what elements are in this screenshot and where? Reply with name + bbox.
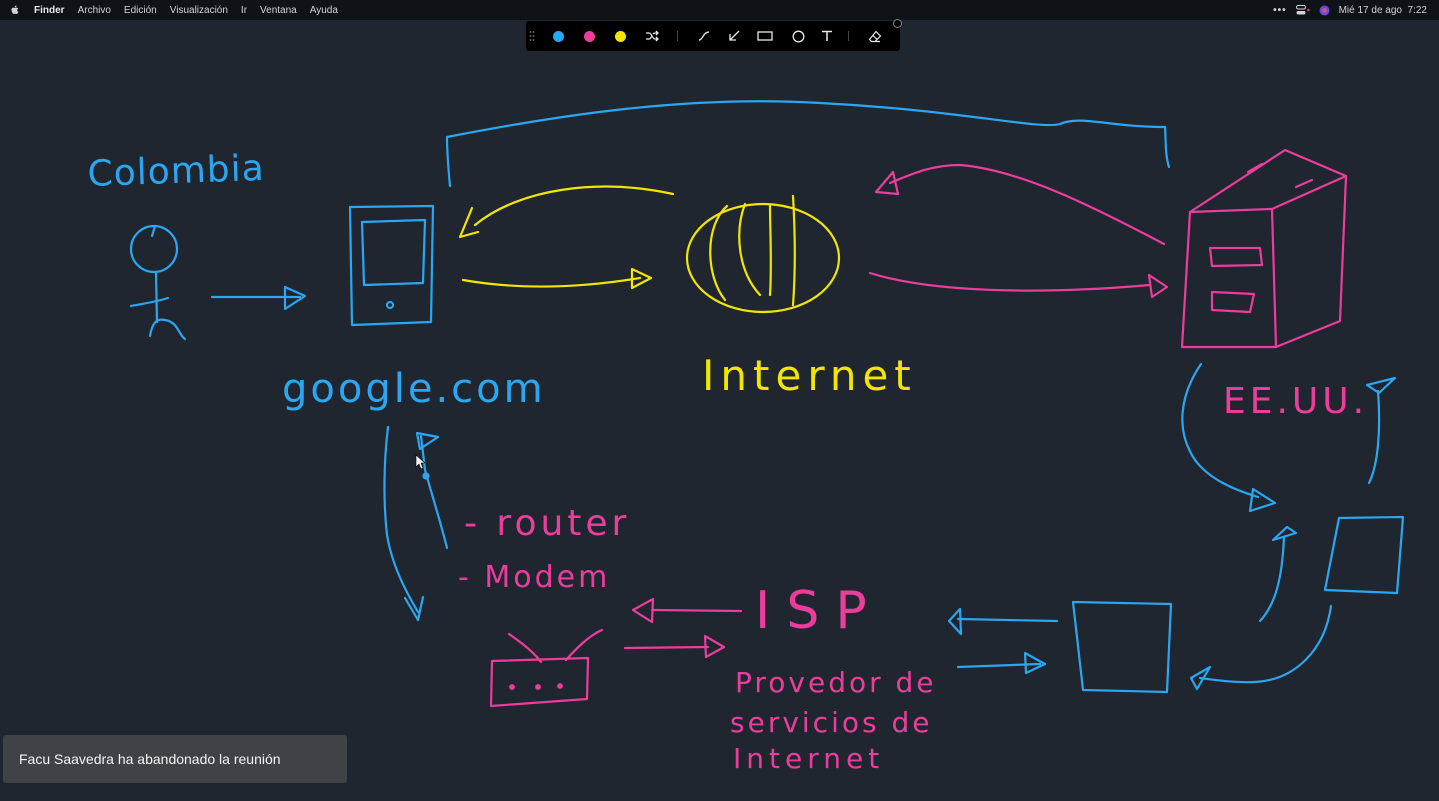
line-icon (698, 31, 710, 41)
shuffle-icon (646, 30, 659, 42)
arrow-isp-to-box (956, 662, 1042, 669)
label-isp-desc-3: Internet (733, 742, 884, 775)
top-arc-blue (445, 100, 1171, 188)
label-internet: Internet (702, 351, 917, 400)
color-swatch-blue (552, 30, 564, 42)
clock[interactable]: Mié 17 de ago 7:22 (1338, 4, 1427, 16)
circle-icon (792, 30, 804, 42)
arrow-box-to-box (1198, 604, 1333, 684)
menu-finder[interactable]: Finder (34, 4, 65, 16)
toolbar-divider (848, 31, 849, 41)
apple-icon[interactable] (9, 4, 21, 16)
modem-device (489, 628, 604, 708)
rectangle-icon (757, 31, 773, 41)
siri-icon[interactable] (1319, 5, 1330, 16)
label-isp-desc-2: servicios de (730, 706, 932, 739)
circle-tool-button[interactable] (789, 27, 807, 45)
toast-message: Facu Saavedra ha abandonado la reunión (19, 751, 281, 767)
label-colombia: Colombia (87, 148, 265, 195)
menu-edicion[interactable]: Edición (123, 4, 157, 16)
arrow-isp-to-modem (650, 608, 743, 613)
color-swatch-pink (583, 30, 595, 42)
shuffle-button[interactable] (643, 27, 661, 45)
menu-ir[interactable]: Ir (240, 4, 248, 16)
arrow-icon (729, 30, 740, 41)
menu-archivo[interactable]: Archivo (77, 4, 111, 16)
color-pink-button[interactable] (580, 27, 598, 45)
internet-globe (685, 194, 841, 314)
eraser-tool-button[interactable] (866, 27, 884, 45)
arrow-internet-to-server (868, 271, 1152, 292)
menu-visualizacion[interactable]: Visualización (169, 4, 228, 16)
arrow-server-to-internet (888, 163, 1166, 246)
arrow-up-server (1367, 389, 1381, 485)
person-figure (129, 224, 187, 341)
notification-toast: Facu Saavedra ha abandonado la reunión (3, 735, 347, 783)
control-center-icon[interactable] (1295, 5, 1310, 15)
arrow-modem-to-isp (623, 645, 710, 650)
mouse-cursor (415, 454, 426, 470)
more-icon[interactable]: ••• (1273, 4, 1287, 16)
drawing-toolbar (526, 19, 902, 51)
menu-ayuda[interactable]: Ayuda (309, 4, 338, 16)
color-yellow-button[interactable] (611, 27, 629, 45)
rectangle-tool-button[interactable] (756, 27, 774, 45)
color-swatch-yellow (614, 30, 626, 42)
menu-ventana[interactable]: Ventana (260, 4, 297, 16)
toolbar-divider (677, 31, 678, 41)
box-isp-side (1071, 600, 1173, 694)
server-box (1180, 148, 1348, 349)
label-google: google.com (282, 366, 546, 412)
arrow-up-right (419, 434, 449, 550)
arrow-phone-to-internet (461, 276, 642, 288)
line-tool-button[interactable] (695, 27, 713, 45)
drag-handle-icon[interactable] (529, 30, 535, 42)
label-modem: - Modem (458, 560, 610, 595)
label-eeuu: EE.UU. (1223, 381, 1368, 422)
toolbar-close-button[interactable] (893, 19, 902, 28)
eraser-icon (868, 30, 882, 42)
status-area: ••• Mié 17 de ago 7:22 (1273, 0, 1427, 20)
arrow-down-left (383, 425, 420, 614)
label-router: - router (464, 503, 630, 544)
text-icon (822, 30, 832, 41)
arrow-tool-button[interactable] (725, 27, 743, 45)
arrow-internet-to-phone (473, 185, 675, 227)
menu-bar: Finder Archivo Edición Visualización Ir … (0, 0, 1439, 20)
phone-device (348, 204, 435, 327)
arrow-server-down (1181, 362, 1260, 499)
arrow-box-to-isp (956, 617, 1059, 623)
color-blue-button[interactable] (549, 27, 567, 45)
arrow-box-up (1258, 536, 1286, 623)
label-isp-desc-1: Provedor de (735, 666, 937, 699)
text-tool-button[interactable] (818, 27, 836, 45)
box-eeuu-side (1323, 515, 1405, 595)
label-isp: ISP (755, 581, 883, 641)
